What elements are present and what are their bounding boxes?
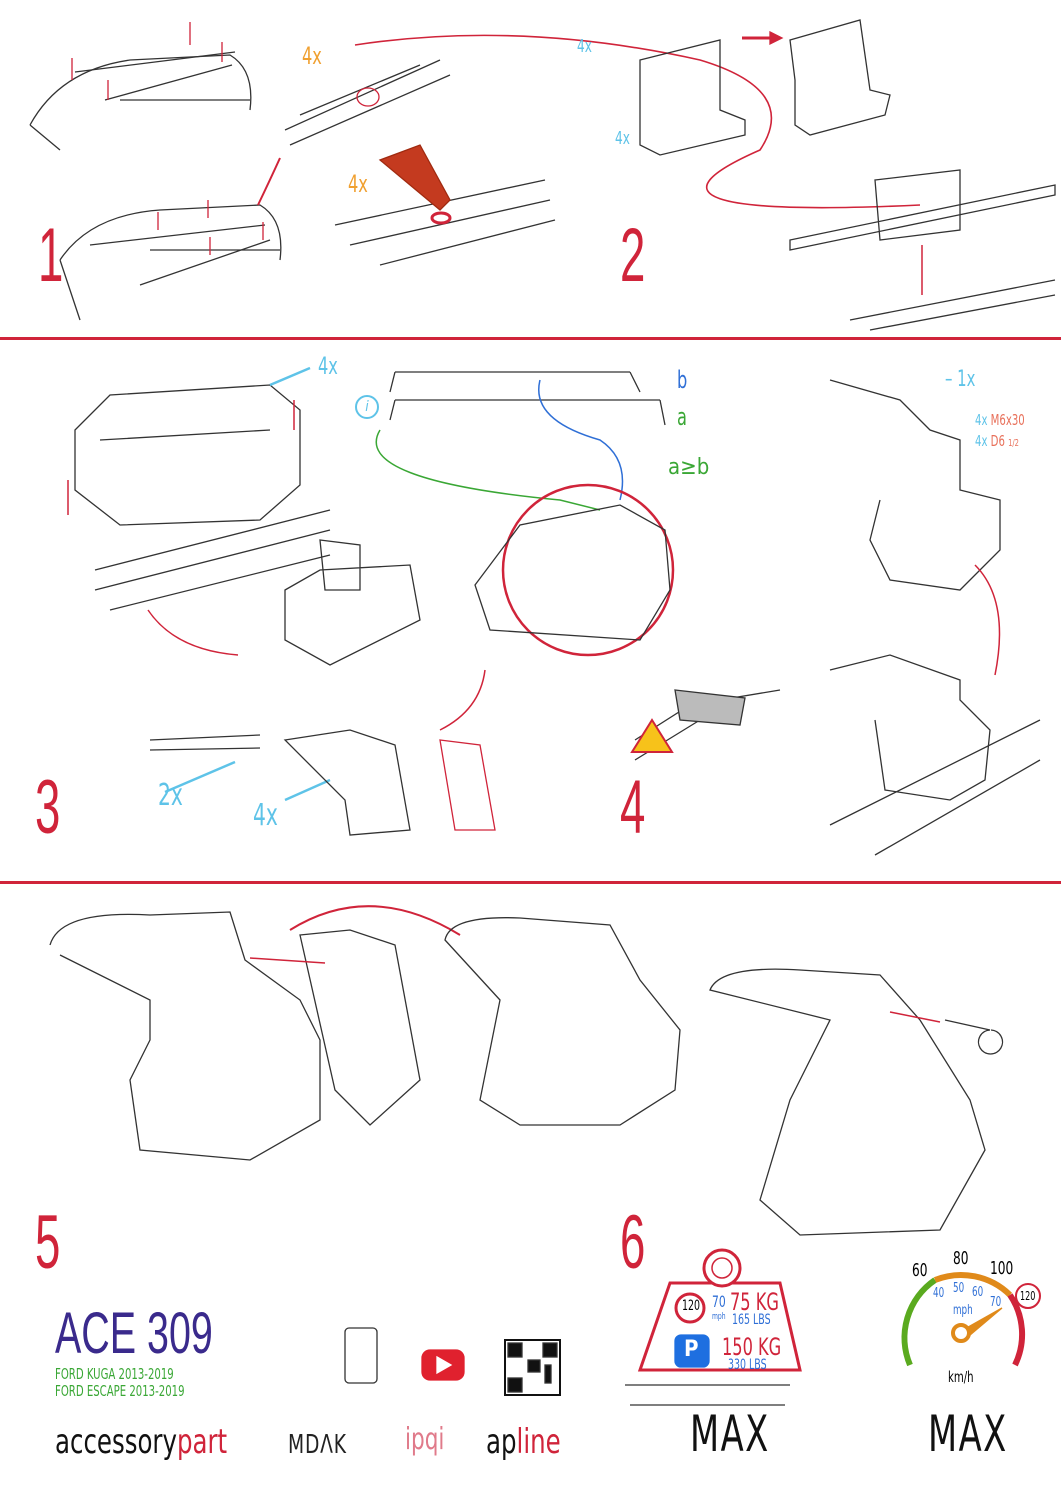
bolt-quantity: 4x: [302, 42, 322, 70]
lock-cover-illustration: [299, 929, 421, 1126]
step-number-3: 3: [35, 765, 61, 850]
max-speed-label: MAX: [928, 1405, 1008, 1463]
ipqi-logo: ipqi: [405, 1422, 445, 1457]
plate-quantity: 4x: [615, 128, 630, 149]
foot-cover-illustration: [283, 729, 411, 836]
car-roof-bottom-illustration: [59, 200, 282, 321]
step-number-5: 5: [35, 1200, 61, 1285]
kmh-tick: 60: [912, 1260, 928, 1281]
label-a: a: [677, 403, 687, 431]
label-b: b: [677, 366, 688, 394]
crossbars-illustration: [389, 371, 666, 426]
key-quantity: – 1x: [945, 367, 976, 392]
foot-final-illustration: [709, 968, 986, 1236]
bolt-spec: 4x M6x30: [975, 411, 1025, 429]
car-roof-top-illustration: [29, 22, 252, 151]
mph-tick: 50: [953, 1281, 965, 1296]
load-weight-icon: [625, 1248, 802, 1406]
glue-tube-icon: [378, 144, 451, 211]
qr-code-icon: [504, 1339, 561, 1396]
parking-load-lbs: 330 LBS: [728, 1357, 767, 1373]
mdak-logo: MDΛK: [288, 1430, 347, 1460]
bracket-illustration: [639, 39, 746, 156]
mph-unit: mph: [712, 1312, 726, 1322]
driving-load-lbs: 165 LBS: [732, 1312, 771, 1328]
speed-limit-sign: 120: [1020, 1289, 1036, 1303]
product-code: ACE 309: [55, 1301, 213, 1366]
foot-step5-illustration: [49, 911, 321, 1161]
mph-tick: 60: [972, 1285, 984, 1300]
driving-load-kg: 75 KG: [730, 1288, 779, 1316]
step-number-6: 6: [620, 1200, 646, 1285]
foot-on-rail-illustration: [789, 169, 1056, 251]
rail-detail: [284, 59, 451, 146]
speed-mph: 70: [712, 1292, 726, 1311]
mph-unit: mph: [953, 1303, 973, 1318]
accessorypart-logo: accessorypart: [55, 1422, 228, 1462]
suv-illustration: [474, 504, 671, 641]
mph-tick: 40: [933, 1286, 945, 1301]
bracket-assembled-illustration: [789, 19, 891, 136]
foot-mounted-illustration: [829, 654, 991, 801]
cover-quantity: 4x: [253, 798, 278, 833]
model-line: FORD KUGA 2013-2019: [55, 1365, 174, 1383]
mph-tick: 70: [990, 1295, 1002, 1310]
apline-logo: apline: [486, 1422, 561, 1462]
box-quantity: 4x: [318, 352, 338, 380]
parking-icon: P: [684, 1337, 699, 1362]
roof-box-illustration: [74, 384, 301, 526]
section-divider: [0, 881, 1061, 884]
speedometer-icon: [901, 1271, 1041, 1367]
warning-icon: [630, 718, 674, 753]
section-divider: [0, 337, 1061, 340]
step-number-4: 4: [620, 765, 646, 850]
key-icon: [944, 1019, 1004, 1055]
kmh-unit: km/h: [948, 1368, 974, 1386]
foot-bolt-illustration: [829, 379, 1001, 591]
measure-rule: a≥b: [668, 455, 710, 480]
cap-quantity: 2x: [158, 778, 183, 813]
foot-locked-illustration: [444, 917, 681, 1126]
step-number-2: 2: [620, 213, 646, 298]
glue-quantity: 4x: [348, 170, 368, 198]
info-icon: i: [355, 395, 379, 419]
cover-red-illustration: [439, 739, 496, 831]
kmh-tick: 80: [953, 1248, 969, 1269]
kmh-tick: 100: [990, 1258, 1014, 1279]
clip-quantity: 4x: [577, 36, 592, 57]
phone-scan-icon: [344, 1327, 378, 1384]
model-line: FORD ESCAPE 2013-2019: [55, 1382, 185, 1400]
foot-illustration: [284, 539, 421, 666]
parking-load-kg: 150 KG: [722, 1333, 782, 1361]
step-number-1: 1: [38, 213, 64, 298]
max-load-label: MAX: [690, 1405, 770, 1463]
washer-spec: 4x D6 1/2: [975, 432, 1019, 450]
speed-limit-sign: 120: [682, 1298, 701, 1314]
